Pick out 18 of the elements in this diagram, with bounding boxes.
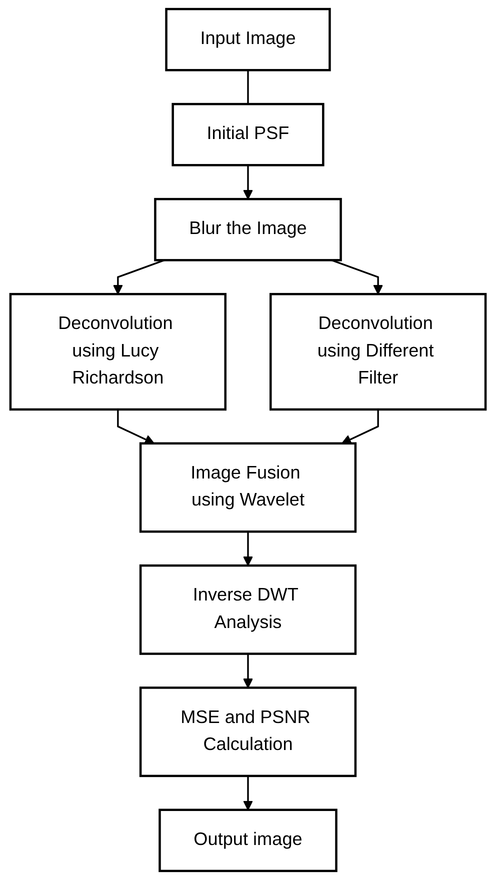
arrow: [342, 409, 379, 444]
node-box: Output image: [158, 808, 338, 872]
arrow: [243, 654, 253, 688]
node-box: Input Image: [165, 8, 331, 72]
arrow: [117, 409, 154, 444]
node-box: Deconvolution using Different Filter: [270, 292, 487, 411]
node-box: Image Fusion using Wavelet: [139, 442, 357, 533]
node-box: Initial PSF: [172, 102, 324, 166]
arrow: [243, 532, 253, 566]
node-box: MSE and PSNR Calculation: [139, 686, 357, 778]
arrow: [331, 259, 384, 295]
arrow: [112, 259, 165, 295]
node-box: Inverse DWT Analysis: [139, 564, 357, 655]
node-box: Deconvolution using Lucy Richardson: [9, 292, 226, 411]
connector: [247, 70, 249, 104]
arrow: [243, 776, 253, 810]
node-box: Blur the Image: [154, 198, 342, 262]
arrow: [243, 165, 253, 200]
